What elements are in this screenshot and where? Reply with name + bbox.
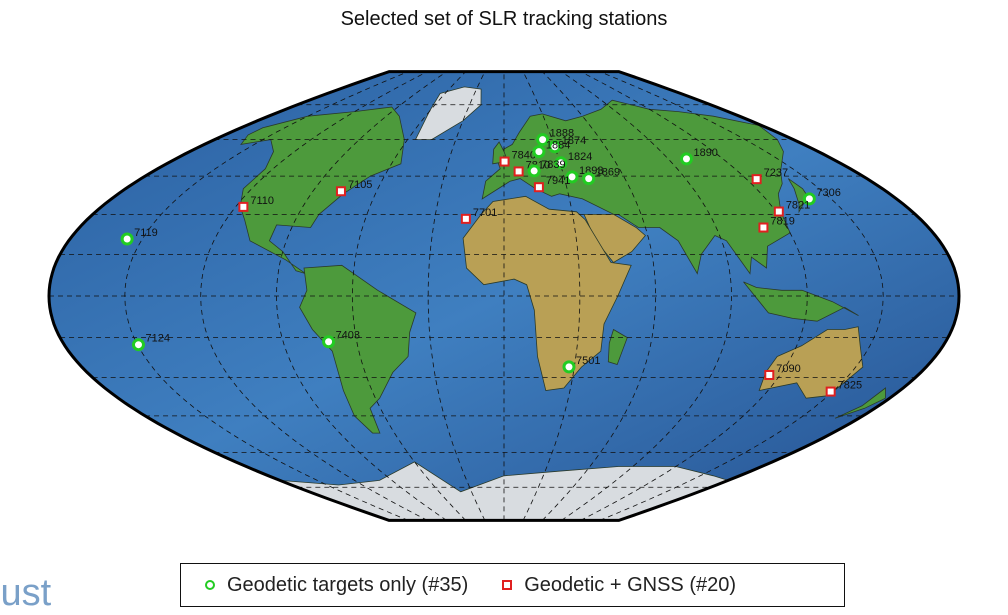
- station-7403: 7403: [322, 330, 360, 349]
- continent-south-america: [299, 264, 417, 434]
- red-square-marker: [751, 174, 762, 185]
- continent-australia: [758, 326, 864, 399]
- green-circle-marker: [562, 360, 576, 374]
- green-circle-marker: [679, 152, 693, 166]
- red-square-marker: [825, 386, 836, 397]
- station-label: 1884: [546, 140, 570, 152]
- station-label: 7403: [336, 330, 360, 342]
- green-circle-marker: [527, 164, 541, 178]
- station-1888: 1888: [536, 128, 574, 147]
- red-square-marker: [499, 156, 510, 167]
- green-circle-marker: [554, 156, 568, 170]
- red-square-marker: [460, 213, 471, 224]
- green-circle-marker: [548, 140, 562, 154]
- red-square-marker: [335, 186, 346, 197]
- legend: Geodetic targets only (#35) Geodetic + G…: [180, 563, 845, 607]
- continent-new-zealand: [834, 387, 886, 419]
- station-7819: 7819: [758, 216, 795, 233]
- legend-red-label: Geodetic + GNSS (#20): [524, 573, 737, 596]
- green-circle-marker: [131, 338, 145, 352]
- red-square-icon: [502, 580, 513, 590]
- station-7110: 7110: [238, 195, 274, 212]
- meridian-line: [427, 71, 486, 521]
- station-label: 7821: [786, 200, 810, 212]
- continent-north-america: [239, 106, 405, 274]
- meridian-line: [542, 71, 657, 521]
- station-label: 7237: [764, 167, 788, 179]
- map-border: [47, 70, 961, 522]
- green-circle-marker: [802, 192, 816, 206]
- legend-item-red: Geodetic + GNSS (#20): [468, 574, 736, 597]
- station-7090: 7090: [764, 363, 801, 380]
- station-7839: 7839: [527, 159, 566, 178]
- station-markers: 7119 7124 7110 7105 7403 7501 7090 7825 18881874…: [120, 128, 862, 397]
- station-label: 7839: [541, 159, 565, 171]
- world-map: 7119 7124 7110 7105 7403 7501 7090 7825 18881874…: [47, 70, 961, 522]
- station-7501: 7501: [562, 355, 600, 374]
- green-circle-marker: [532, 145, 546, 159]
- station-label: 7701: [473, 207, 497, 219]
- station-7124: 7124: [131, 333, 170, 352]
- station-1869: 1869: [582, 167, 620, 186]
- red-square-marker: [758, 222, 769, 233]
- station-label: 1824: [568, 151, 592, 163]
- station-label: 7105: [348, 179, 372, 191]
- station-7237: 7237: [751, 167, 788, 185]
- continent-indonesia: [743, 281, 859, 322]
- station-label: 1888: [550, 128, 574, 140]
- station-label: 7306: [816, 187, 840, 199]
- station-1893: 1893: [565, 165, 604, 184]
- legend-item-green: Geodetic targets only (#35): [181, 574, 468, 597]
- station-label: 1890: [693, 147, 717, 159]
- green-circle-marker: [120, 232, 134, 246]
- station-7840: 7840: [499, 150, 536, 167]
- station-1884: 1884: [532, 140, 570, 159]
- station-label: 7501: [576, 355, 600, 367]
- logo: iust: [0, 572, 52, 614]
- legend-green-label: Geodetic targets only (#35): [227, 573, 469, 596]
- green-circle-marker: [322, 335, 336, 349]
- red-square-marker: [533, 182, 544, 193]
- red-square-marker: [513, 166, 524, 177]
- station-1874: 1874: [548, 135, 586, 154]
- station-7825: 7825: [825, 380, 862, 397]
- station-label: 7110: [250, 195, 274, 207]
- station-7119: 7119: [120, 227, 158, 246]
- station-7105: 7105: [335, 179, 372, 197]
- station-label: 7124: [145, 333, 169, 345]
- station-7821: 7821: [773, 200, 810, 217]
- red-square-marker: [238, 201, 249, 212]
- continent-greenland: [414, 86, 482, 140]
- station-1824: 1824: [554, 151, 592, 170]
- station-7941: 7941: [533, 175, 570, 193]
- green-circle-marker: [536, 133, 550, 147]
- continent-japan: [787, 178, 810, 214]
- map-title: Selected set of SLR tracking stations: [340, 8, 668, 30]
- red-square-marker: [773, 206, 784, 217]
- station-label: 7819: [770, 216, 794, 228]
- station-label: 1874: [562, 135, 586, 147]
- green-circle-icon: [205, 580, 215, 590]
- continent-madagascar: [607, 328, 628, 365]
- station-label: 7825: [838, 380, 862, 392]
- station-label: 7119: [134, 227, 158, 239]
- station-label: 7090: [776, 363, 800, 375]
- green-circle-marker: [582, 172, 596, 186]
- station-7306: 7306: [802, 187, 841, 206]
- station-label: 1869: [596, 167, 620, 179]
- meridian-line: [599, 71, 884, 521]
- meridian-line: [200, 71, 428, 521]
- globe-layer: [47, 70, 961, 522]
- green-circle-marker: [565, 170, 579, 184]
- station-1890: 1890: [679, 147, 718, 166]
- station-label: 7840: [512, 150, 536, 162]
- station-7701: 7701: [460, 207, 497, 224]
- red-square-marker: [764, 369, 775, 380]
- station-label: 7941: [546, 175, 570, 187]
